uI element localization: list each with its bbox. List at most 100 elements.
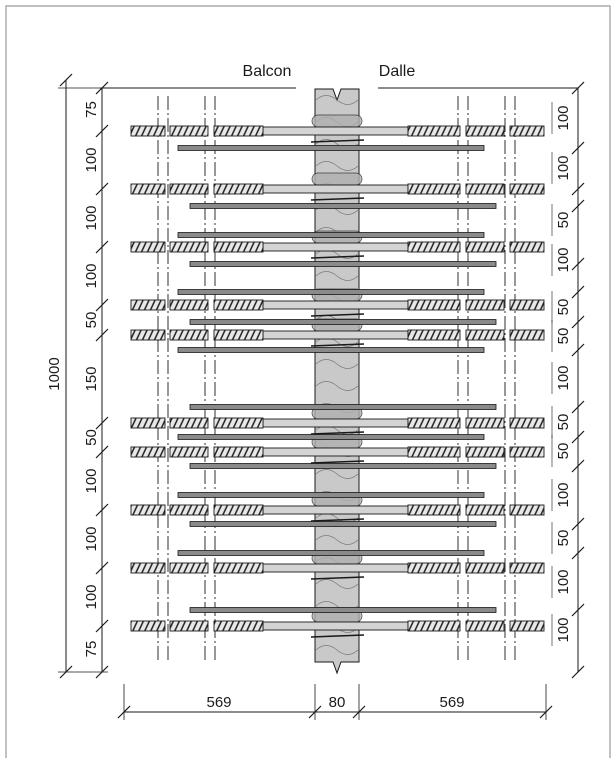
ribbed-rebar	[130, 183, 166, 195]
insulation-hatch	[315, 381, 359, 391]
ribbed-rebar	[465, 183, 505, 195]
dim-right-11: 50	[555, 530, 572, 547]
ribbed-rebar	[130, 504, 166, 516]
ribbed-rebar	[407, 183, 461, 195]
total-height-dimension: 1000	[46, 73, 108, 679]
ribbed-rebar	[130, 241, 166, 253]
ribbed-rebar	[213, 446, 264, 458]
insulation-hatch	[315, 579, 359, 589]
dim-tick	[571, 81, 585, 95]
dim-tick	[571, 430, 585, 444]
tension-bar-1	[262, 126, 409, 136]
tension-bar-4	[262, 300, 409, 310]
ribbed-rebar	[213, 299, 264, 311]
dim-tick	[95, 561, 109, 575]
dim-tick	[571, 257, 585, 271]
tension-bar-8	[262, 505, 409, 515]
tie-bar	[310, 255, 365, 259]
dim-right-8: 50	[555, 414, 572, 431]
ribbed-rebar	[407, 241, 461, 253]
dim-tick	[571, 517, 585, 531]
dim-tick	[571, 343, 585, 357]
dim-left-1: 75	[83, 101, 100, 118]
insulation-bulge	[311, 114, 363, 128]
ribbed-rebar	[130, 299, 166, 311]
ribbed-rebar	[509, 504, 545, 516]
dim-right-6: 50	[555, 328, 572, 345]
ribbed-rebar	[213, 504, 264, 516]
dim-tick	[571, 546, 585, 560]
compression-bar-13	[177, 550, 485, 556]
ribbed-rebar	[169, 620, 209, 632]
ribbed-rebar	[130, 446, 166, 458]
dim-right-7: 100	[555, 365, 572, 390]
dim-tick	[571, 182, 585, 196]
ribbed-rebar	[465, 241, 505, 253]
dim-tick	[95, 240, 109, 254]
tie-bar	[310, 634, 365, 638]
dim-tick	[571, 603, 585, 617]
ribbed-rebar	[169, 504, 209, 516]
ribbed-rebar	[169, 417, 209, 429]
dim-left-11: 75	[83, 641, 100, 658]
ribbed-rebar	[407, 562, 461, 574]
dim-tick	[571, 141, 585, 155]
dim-tick	[95, 416, 109, 430]
drawing-frame	[5, 5, 611, 758]
dim-tick	[95, 328, 109, 342]
dim-right-2: 100	[555, 155, 572, 180]
dim-left-7: 50	[83, 429, 100, 446]
dim-tick	[571, 459, 585, 473]
ribbed-rebar	[407, 504, 461, 516]
ribbed-rebar	[465, 504, 505, 516]
ribbed-rebar	[213, 329, 264, 341]
dim-tick	[95, 124, 109, 138]
dim-right-1: 100	[555, 105, 572, 130]
dim-left-3: 100	[83, 205, 100, 230]
dim-tick	[571, 315, 585, 329]
tie-bar	[310, 197, 365, 201]
dim-left-5: 50	[83, 312, 100, 329]
ribbed-rebar	[465, 329, 505, 341]
ribbed-rebar	[169, 183, 209, 195]
balcony-label: Balcon	[243, 63, 292, 80]
total-height-text: 1000	[46, 357, 63, 390]
ribbed-rebar	[169, 241, 209, 253]
insulation-bulge	[311, 172, 363, 186]
ribbed-rebar	[130, 417, 166, 429]
compression-bar-10	[189, 463, 497, 469]
compression-bar-14	[189, 607, 497, 613]
tie-bar	[310, 139, 365, 143]
tie-bar	[310, 576, 365, 580]
ribbed-rebar	[213, 183, 264, 195]
compression-bar-8	[189, 404, 497, 410]
reinforcement-bars	[177, 126, 497, 638]
ribbed-rebar	[130, 562, 166, 574]
tie-bar	[310, 313, 365, 317]
compression-bar-6	[189, 319, 497, 325]
ribbed-rebar	[407, 620, 461, 632]
ribbed-rebar	[465, 125, 505, 137]
dim-right-10: 100	[555, 482, 572, 507]
ribbed-rebar	[407, 417, 461, 429]
compression-bar-5	[177, 289, 485, 295]
dim-tick	[95, 445, 109, 459]
ribbed-rebar	[465, 562, 505, 574]
ribbed-rebar	[509, 446, 545, 458]
insulation-block	[311, 88, 363, 675]
dim-tick	[95, 298, 109, 312]
insulation-hatch	[315, 161, 359, 171]
ribbed-rebar	[169, 446, 209, 458]
dim-left-6: 150	[83, 366, 100, 391]
ribbed-rebar	[509, 241, 545, 253]
dim-bottom-left: 569	[206, 694, 231, 711]
ribbed-rebar	[169, 562, 209, 574]
bottom-dimensions: 569 80 569	[117, 684, 553, 720]
ribbed-rebar	[509, 299, 545, 311]
dim-tick	[571, 285, 585, 299]
tension-bar-5	[262, 330, 409, 340]
ribbed-rebar	[130, 620, 166, 632]
ribbed-rebar	[509, 620, 545, 632]
dim-tick	[571, 199, 585, 213]
